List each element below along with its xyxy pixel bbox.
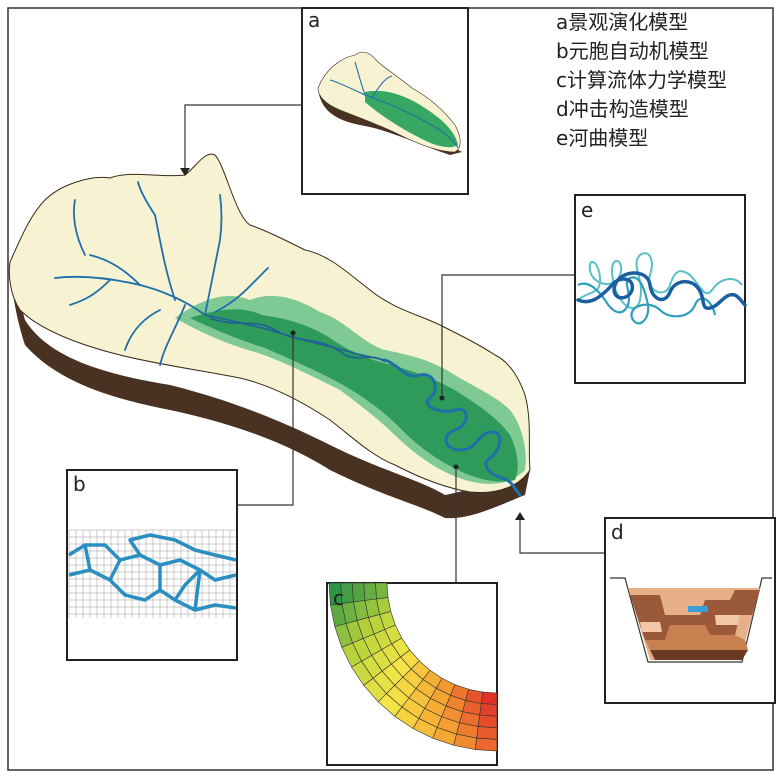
legend-item-a: a景观演化模型: [556, 10, 689, 34]
main-landscape: [8, 153, 531, 519]
connectors: [184, 104, 605, 583]
legend-item-b: b元胞自动机模型: [556, 39, 709, 63]
panel-c-label: c: [333, 586, 344, 610]
panel-a-label: a: [308, 8, 321, 32]
panel-d-label: d: [611, 520, 624, 544]
panel-b-label: b: [73, 472, 86, 496]
panel-e: [574, 194, 747, 384]
panel-a: [301, 7, 469, 195]
tributaries: [54, 181, 269, 366]
cellular-channels: [68, 533, 237, 612]
meandering-river: [383, 358, 522, 497]
panel-e-label: e: [581, 198, 594, 222]
connector-arrows: [180, 168, 525, 520]
legend-item-c: c计算流体力学模型: [556, 68, 727, 92]
braided-channel: [204, 314, 386, 363]
floodplain-dark: [190, 309, 518, 482]
legend-item-d: d冲击构造模型: [556, 97, 689, 121]
legend: a景观演化模型 b元胞自动机模型 c计算流体力学模型 d冲击构造模型 e河曲模型: [556, 8, 727, 153]
panel-d: [604, 517, 776, 704]
legend-item-e: e河曲模型: [556, 126, 649, 150]
cfd-mesh: [328, 582, 498, 752]
panel-b: [66, 469, 238, 661]
panel-c: [326, 582, 498, 766]
